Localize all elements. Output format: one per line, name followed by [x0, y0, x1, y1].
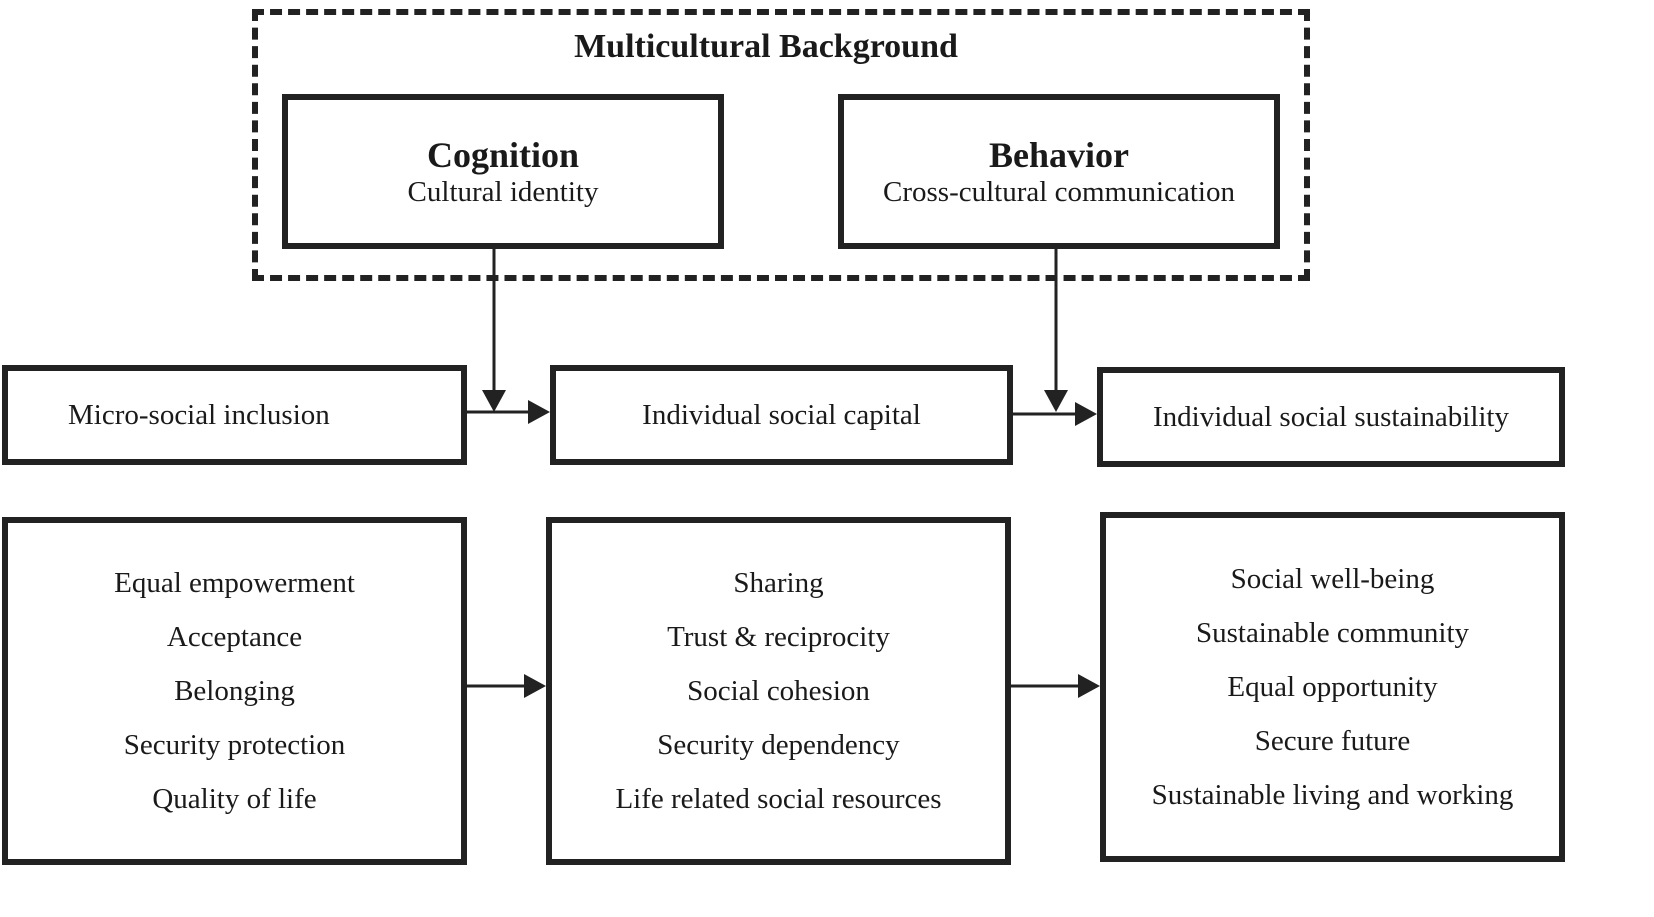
individual-social-capital-label: Individual social capital	[642, 398, 921, 431]
inclusion-list: Equal empowerment Acceptance Belonging S…	[8, 523, 461, 859]
group-title: Multicultural Background	[574, 28, 958, 65]
capital-list-box: Sharing Trust & reciprocity Social cohes…	[546, 517, 1011, 865]
capital-list: Sharing Trust & reciprocity Social cohes…	[552, 523, 1005, 859]
list-item: Security dependency	[657, 729, 900, 761]
list-item: Secure future	[1254, 725, 1411, 757]
individual-social-capital-box: Individual social capital	[550, 365, 1013, 465]
list-item: Social well-being	[1230, 563, 1435, 595]
inclusion-list-box: Equal empowerment Acceptance Belonging S…	[2, 517, 467, 865]
cognition-box: Cognition Cultural identity	[282, 94, 724, 249]
sustainability-list-box: Social well-being Sustainable community …	[1100, 512, 1565, 862]
list-item: Acceptance	[166, 621, 303, 653]
micro-social-inclusion-label: Micro-social inclusion	[68, 398, 330, 431]
individual-social-sustainability-box: Individual social sustainability	[1097, 367, 1565, 467]
list-item: Equal opportunity	[1227, 671, 1438, 703]
behavior-box: Behavior Cross-cultural communication	[838, 94, 1280, 249]
list-item: Sustainable community	[1195, 617, 1470, 649]
list-item: Quality of life	[152, 783, 317, 815]
individual-social-sustainability-label: Individual social sustainability	[1152, 400, 1509, 433]
list-item: Sustainable living and working	[1151, 779, 1514, 811]
sustainability-list: Social well-being Sustainable community …	[1106, 518, 1559, 856]
list-item: Security protection	[123, 729, 346, 761]
list-item: Social cohesion	[687, 675, 870, 707]
micro-social-inclusion-box: Micro-social inclusion	[2, 365, 467, 465]
list-item: Life related social resources	[615, 783, 942, 815]
behavior-title: Behavior	[989, 134, 1129, 175]
multicultural-background-group	[252, 9, 1310, 281]
behavior-subtitle: Cross-cultural communication	[883, 175, 1235, 208]
list-item: Sharing	[733, 567, 824, 599]
cognition-title: Cognition	[426, 134, 580, 175]
list-item: Trust & reciprocity	[667, 621, 890, 653]
cognition-subtitle: Cultural identity	[407, 175, 599, 208]
list-item: Equal empowerment	[114, 567, 355, 599]
list-item: Belonging	[174, 675, 295, 707]
